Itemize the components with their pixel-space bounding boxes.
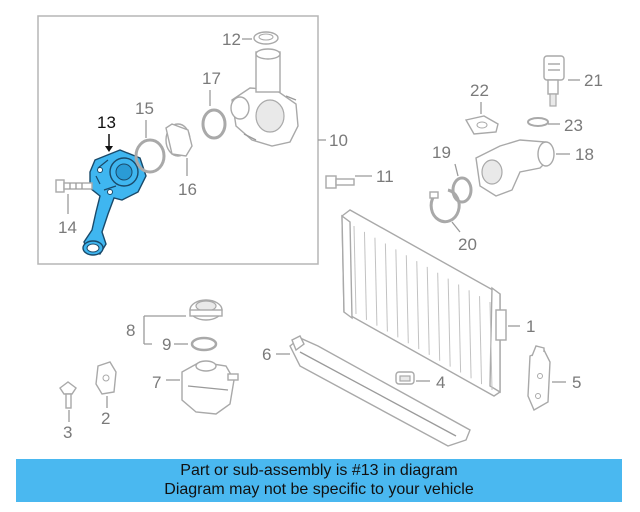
radiator-fin	[426, 266, 430, 355]
label-12: 12	[222, 30, 241, 49]
label-23: 23	[564, 116, 583, 135]
banner-line-1: Part or sub-assembly is #13 in diagram	[180, 462, 458, 479]
label-1: 1	[526, 317, 535, 336]
label-5: 5	[572, 373, 581, 392]
part-15-o-ring[interactable]	[134, 138, 166, 174]
radiator-fin	[405, 255, 409, 344]
part-4-rubber-mount[interactable]	[395, 371, 415, 385]
banner-line-2: Diagram may not be specific to your vehi…	[164, 481, 474, 498]
radiator-fin	[489, 301, 493, 391]
label-2: 2	[101, 409, 110, 428]
radiator-fin	[384, 243, 388, 332]
label-19: 19	[432, 143, 451, 162]
part-22-gasket[interactable]	[464, 115, 499, 135]
label-18: 18	[575, 145, 594, 164]
part-7-expansion-tank[interactable]	[181, 360, 239, 415]
label-4: 4	[436, 373, 445, 392]
part-21-temperature-sensor[interactable]	[543, 55, 565, 107]
label-9: 9	[162, 335, 171, 354]
part-19-seal[interactable]	[451, 176, 473, 204]
part-8-reservoir-cap[interactable]	[189, 299, 223, 321]
part-13-coolant-flange[interactable]	[82, 149, 147, 256]
radiator-fin	[479, 296, 483, 385]
label-15: 15	[135, 99, 154, 118]
label-14: 14	[58, 218, 77, 237]
label-13: 13	[97, 113, 116, 132]
radiator-fin	[437, 272, 441, 361]
part-9-o-ring[interactable]	[190, 336, 218, 352]
radiator-fin	[374, 237, 378, 326]
radiator-fin	[447, 278, 451, 367]
part-10-thermostat-housing[interactable]	[230, 48, 299, 147]
label-8: 8	[126, 321, 135, 340]
leader-8	[143, 315, 186, 345]
part-23-o-ring[interactable]	[527, 117, 549, 127]
label-10: 10	[329, 131, 348, 150]
leader-20	[451, 221, 461, 233]
label-7: 7	[152, 373, 161, 392]
radiator-fin	[416, 261, 420, 350]
radiator-fin	[395, 249, 399, 338]
part-16-thermostat[interactable]	[165, 123, 193, 157]
part-5-bracket[interactable]	[527, 345, 551, 411]
part-6-air-guide[interactable]	[289, 335, 471, 447]
part-18-coolant-flange[interactable]	[475, 139, 555, 197]
label-16: 16	[178, 180, 197, 199]
radiator-fin	[363, 231, 367, 320]
part-2-mount-bracket[interactable]	[95, 361, 117, 395]
part-11-bolt[interactable]	[325, 175, 355, 189]
label-11: 11	[376, 167, 394, 186]
info-banner: Part or sub-assembly is #13 in diagram D…	[16, 459, 622, 502]
label-3: 3	[63, 423, 72, 442]
part-20-retaining-clip[interactable]	[429, 188, 461, 224]
part-3-screw[interactable]	[59, 381, 77, 409]
label-17: 17	[202, 69, 221, 88]
part-1-radiator[interactable]	[341, 209, 507, 397]
part-17-seal[interactable]	[201, 108, 227, 140]
part-12-seal-ring[interactable]	[253, 31, 279, 45]
radiator-fin	[353, 225, 357, 315]
label-21: 21	[584, 71, 603, 90]
label-22: 22	[470, 81, 489, 100]
part-14-bolt[interactable]	[55, 179, 93, 193]
label-20: 20	[458, 235, 477, 254]
label-6: 6	[262, 345, 271, 364]
radiator-fin	[458, 284, 462, 373]
radiator-fin	[468, 290, 472, 379]
arrowhead-13	[105, 146, 113, 152]
leader-19	[454, 163, 459, 177]
